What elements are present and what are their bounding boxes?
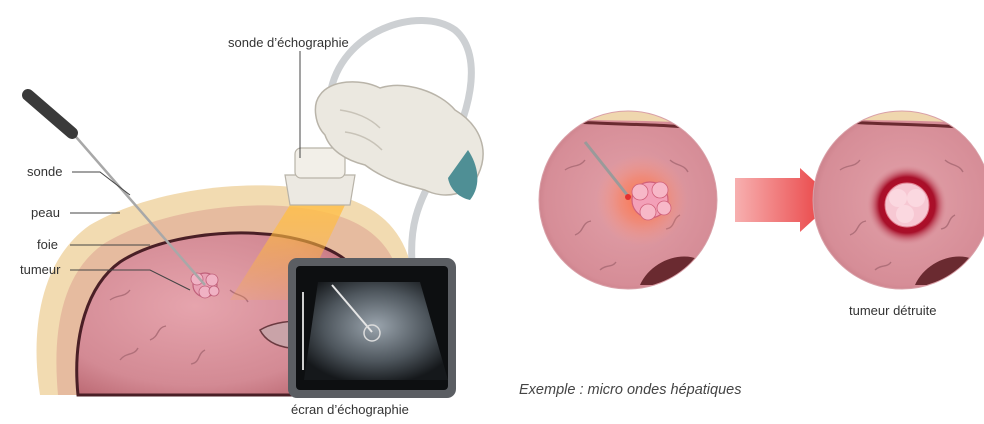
monitor-icon <box>288 258 456 398</box>
caption: Exemple : micro ondes hépatiques <box>519 382 741 398</box>
label-ultrasound-probe: sonde d’échographie <box>228 35 349 50</box>
label-destroyed-tumor: tumeur détruite <box>849 303 936 318</box>
label-probe: sonde <box>27 164 62 179</box>
tumor-heating-view <box>530 100 730 300</box>
label-ultrasound-screen: écran d’échographie <box>291 402 409 417</box>
label-tumor: tumeur <box>20 262 60 277</box>
label-liver: foie <box>37 237 58 252</box>
label-skin: peau <box>31 205 60 220</box>
destroyed-tumor <box>885 183 929 227</box>
